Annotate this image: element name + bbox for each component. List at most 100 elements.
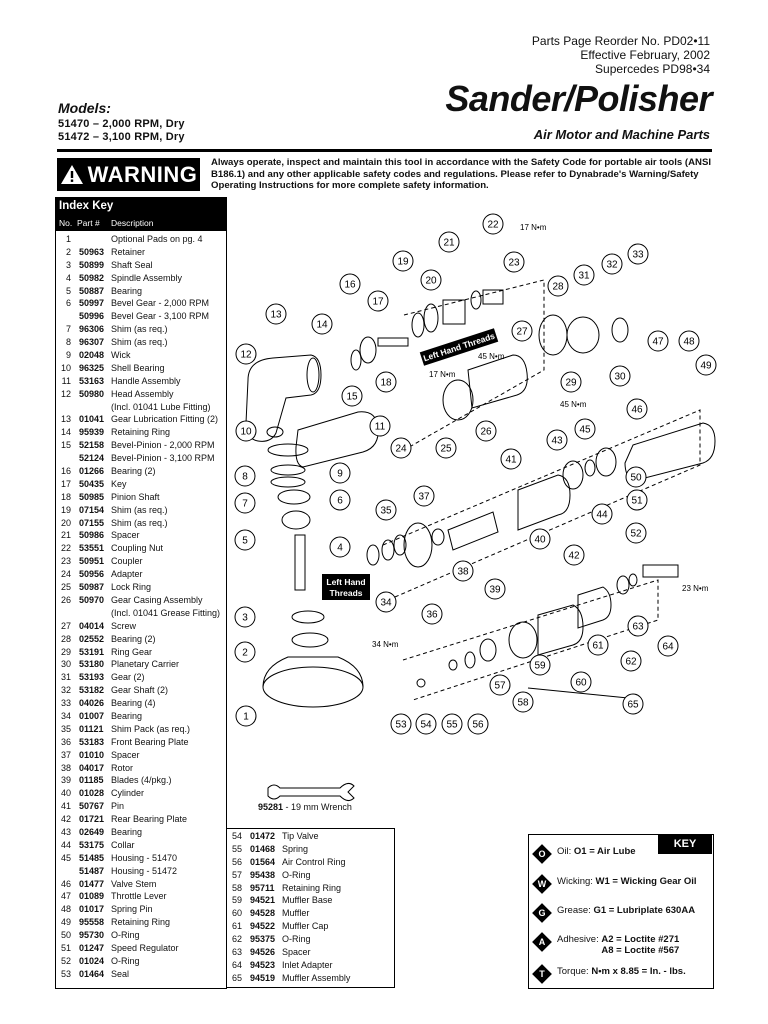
part-description: Head Assembly (111, 388, 174, 399)
part-description: Bearing (4) (111, 698, 156, 709)
part-description: Screw (111, 620, 137, 631)
part-number-index: 57 (231, 869, 242, 880)
part-number-index: 30 (60, 659, 71, 670)
reorder-info: Parts Page Reorder No. PD02•11 Effective… (532, 34, 710, 76)
callout-8: 8 (234, 465, 256, 487)
callout-number: 38 (457, 567, 469, 578)
callout-16: 16 (339, 273, 361, 295)
part-number-index: 39 (60, 775, 71, 786)
callout-17: 17 (367, 290, 389, 312)
part-description: Shell Bearing (111, 362, 165, 373)
part-number: 53183 (79, 736, 105, 747)
callout-number: 27 (516, 327, 528, 338)
part-number: 51487 (79, 865, 105, 876)
part-number-index: 50 (60, 930, 71, 941)
callout-number: 59 (534, 661, 546, 672)
callout-number: 22 (487, 220, 499, 231)
part-description: Bearing (2) (111, 466, 156, 477)
callout-54: 54 (415, 713, 437, 735)
part-number: 07155 (79, 517, 105, 528)
part-number: 01007 (79, 710, 105, 721)
wrench-description: - 19 mm Wrench (285, 802, 352, 812)
callout-number: 31 (578, 271, 590, 282)
part-description: Bearing (111, 710, 143, 721)
part-number: 50970 (79, 594, 105, 605)
callout-60: 60 (570, 671, 592, 693)
callout-27: 27 (511, 320, 533, 342)
muffler-assembly-bracket (527, 687, 629, 699)
part-description: O-Ring (111, 955, 140, 966)
callout-19: 19 (392, 250, 414, 272)
index-key-title: Index Key (55, 197, 227, 215)
part-number: 50963 (79, 246, 105, 257)
part-number-index: 16 (60, 466, 71, 477)
key-torque-label: Torque: (557, 966, 589, 977)
callout-number: 39 (489, 585, 501, 596)
warning-triangle-icon (60, 165, 83, 184)
callout-number: 45 (579, 425, 591, 436)
part-number-index: 6 (65, 298, 71, 309)
callout-50: 50 (625, 466, 647, 488)
part-description: Ring Gear (111, 646, 153, 657)
model-51472: 51472 – 3,100 RPM, Dry (58, 131, 185, 143)
part-description: Throttle Lever (111, 891, 167, 902)
svg-text:Threads: Threads (329, 588, 362, 598)
callout-number: 4 (337, 543, 343, 554)
callout-47: 47 (647, 330, 669, 352)
callout-53: 53 (390, 713, 412, 735)
part-number-index: 17 (60, 478, 71, 489)
callout-3: 3 (234, 606, 256, 628)
part-description: Air Control Ring (282, 856, 346, 867)
callout-1: 1 (235, 705, 257, 727)
part-description: Shim Pack (as req.) (111, 723, 191, 734)
callout-46: 46 (626, 398, 648, 420)
part-number: 01247 (79, 942, 105, 953)
part-number-index: 28 (60, 633, 71, 644)
part-number-index: 45 (60, 852, 71, 863)
part-number-index: 51 (60, 942, 71, 953)
key-torque: T Torque: N•m x 8.85 = In. - lbs. (532, 964, 686, 984)
key-grease: G Grease: G1 = Lubriplate 630AA (532, 903, 695, 923)
callout-number: 47 (652, 337, 664, 348)
part-number-index: 47 (60, 891, 71, 902)
callout-36: 36 (421, 603, 443, 625)
callout-number: 28 (552, 282, 564, 293)
callout-35: 35 (375, 499, 397, 521)
part-number: 02552 (79, 633, 105, 644)
wrench-shape (267, 782, 355, 802)
part-number-index: 41 (60, 801, 71, 812)
part-number: 04017 (79, 762, 105, 773)
callout-number: 52 (630, 529, 642, 540)
callout-number: 25 (440, 444, 452, 455)
callout-56: 56 (467, 713, 489, 735)
part-number-index: 1 (65, 234, 71, 244)
callout-number: 50 (630, 473, 642, 484)
part-number-index: 61 (231, 921, 242, 932)
callout-number: 14 (316, 320, 328, 331)
part-number-index: 31 (60, 672, 71, 683)
part-description: Spring Pin (111, 904, 153, 915)
callout-number: 17 (372, 297, 384, 308)
callout-28: 28 (547, 275, 569, 297)
part-number: 01185 (79, 775, 104, 786)
part-number: 50987 (79, 582, 105, 593)
part-number: 95438 (250, 869, 276, 880)
torque-17-mid: 17 N•m (429, 370, 456, 379)
wrench-part-number: 95281 (258, 802, 284, 812)
reorder-number: Parts Page Reorder No. PD02•11 (531, 34, 710, 48)
